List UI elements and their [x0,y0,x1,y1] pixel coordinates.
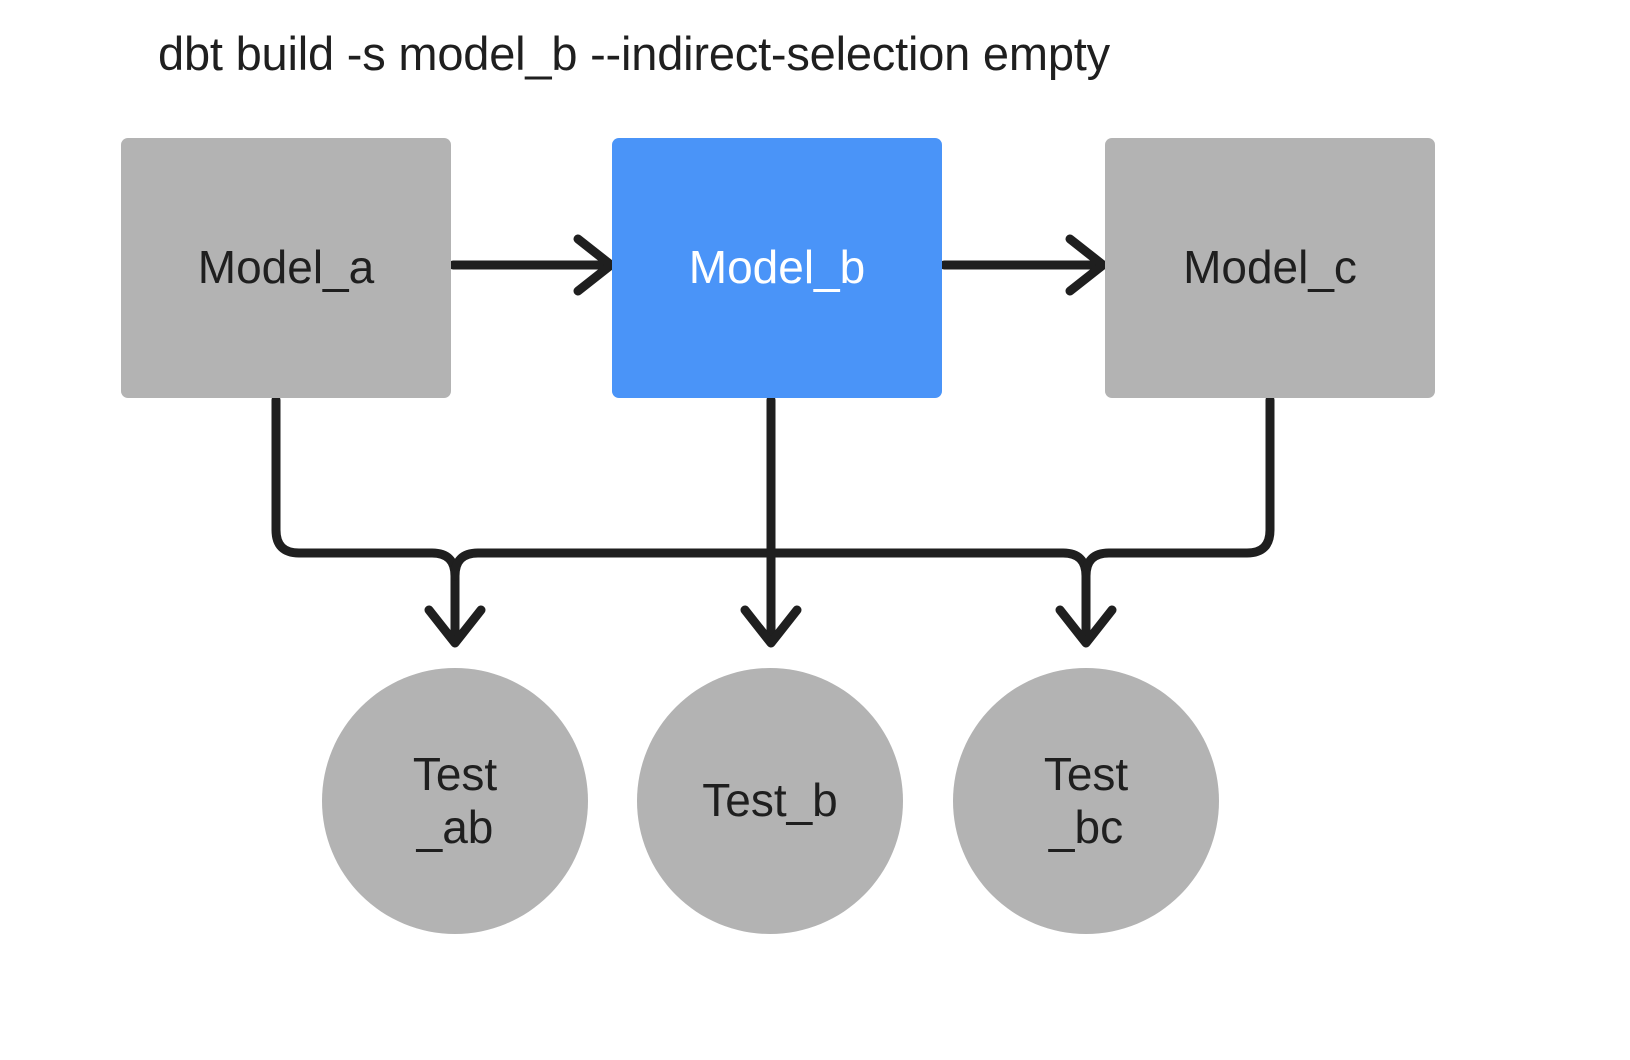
node-model-b-label: Model_b [688,241,866,294]
node-test-bc-label: Test _bc [1043,747,1129,853]
node-model-a[interactable]: Model_a [121,138,451,398]
diagram-title: dbt build -s model_b --indirect-selectio… [158,27,1110,80]
node-test-bc[interactable]: Test _bc [953,668,1219,934]
node-test-ab-label: Test _ab [412,747,498,853]
node-model-c-label: Model_c [1183,241,1357,294]
node-test-b[interactable]: Test_b [637,668,903,934]
edge-model-a-to-model-b [448,234,616,296]
edge-model-b-to-test-bc [766,548,1091,581]
node-model-c[interactable]: Model_c [1105,138,1435,398]
node-test-b-label: Test_b [702,774,838,827]
edge-model-c-to-test-bc [1055,395,1275,648]
edge-model-b-to-model-c [939,234,1108,296]
edge-model-b-to-test-b [740,395,802,648]
edge-model-b-to-test-ab [450,548,776,581]
node-model-b[interactable]: Model_b [612,138,942,398]
node-test-ab[interactable]: Test _ab [322,668,588,934]
edge-model-a-to-test-ab [271,395,486,648]
node-model-a-label: Model_a [197,241,375,294]
